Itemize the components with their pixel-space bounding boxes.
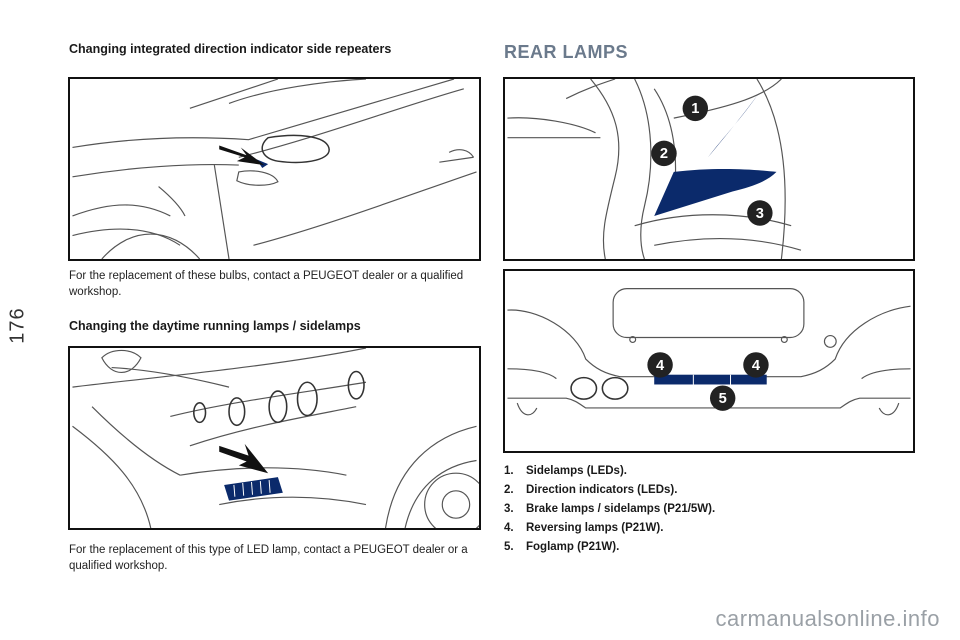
svg-text:2: 2 (660, 146, 668, 162)
direction-indicator-lamp (654, 168, 777, 216)
legend-item: 4.Reversing lamps (P21W). (504, 522, 664, 534)
rear-lamps-legend: 1.Sidelamps (LEDs). 2.Direction indicato… (504, 462, 904, 557)
legend-item: 3.Brake lamps / sidelamps (P21/5W). (504, 503, 716, 515)
daytime-lamps-illustration (72, 348, 479, 528)
legend-item: 1.Sidelamps (LEDs). (504, 465, 627, 477)
svg-text:3: 3 (756, 206, 764, 222)
pointer-arrow-icon (219, 443, 269, 474)
callout-1: 1 (682, 95, 709, 122)
callout-3: 3 (747, 200, 773, 226)
section-title-rear-lamps: REAR LAMPS (504, 42, 629, 62)
pointer-arrow-icon (219, 145, 265, 166)
sidelamp-led (708, 88, 762, 158)
figure-rear-bumper-lamps: 4 4 5 (503, 269, 915, 453)
text-daytime-running-lamps: For the replacement of this type of LED … (69, 544, 468, 572)
heading-side-repeaters: Changing integrated direction indicator … (69, 42, 392, 56)
legend-item: 2.Direction indicators (LEDs). (504, 484, 678, 496)
figure-rear-lamp-cluster: 1 2 3 (503, 77, 915, 261)
svg-text:1: 1 (691, 101, 699, 117)
heading-daytime-running-lamps: Changing the daytime running lamps / sid… (69, 319, 361, 333)
daytime-running-lamp (224, 477, 283, 501)
side-repeater-illustration (72, 79, 477, 259)
reversing-and-fog-lamps (654, 374, 767, 385)
svg-text:4: 4 (656, 358, 665, 374)
callout-2: 2 (651, 140, 677, 167)
rear-bumper-illustration: 4 4 5 (507, 288, 911, 416)
callout-5: 5 (709, 385, 736, 411)
svg-text:4: 4 (752, 358, 761, 374)
legend-item: 5.Foglamp (P21W). (504, 541, 620, 553)
svg-text:5: 5 (719, 391, 727, 407)
watermark: carmanualsonline.info (715, 606, 940, 631)
rear-cluster-illustration: 1 2 3 (507, 79, 802, 259)
figure-daytime-running-lamps (68, 346, 481, 530)
callout-4-left: 4 (647, 352, 673, 378)
page-number-text: 176 (6, 307, 29, 344)
callout-4-right: 4 (743, 352, 769, 378)
text-side-repeaters: For the replacement of these bulbs, cont… (69, 270, 464, 298)
page-number: 176 (6, 296, 30, 356)
figure-side-repeater (68, 77, 481, 261)
